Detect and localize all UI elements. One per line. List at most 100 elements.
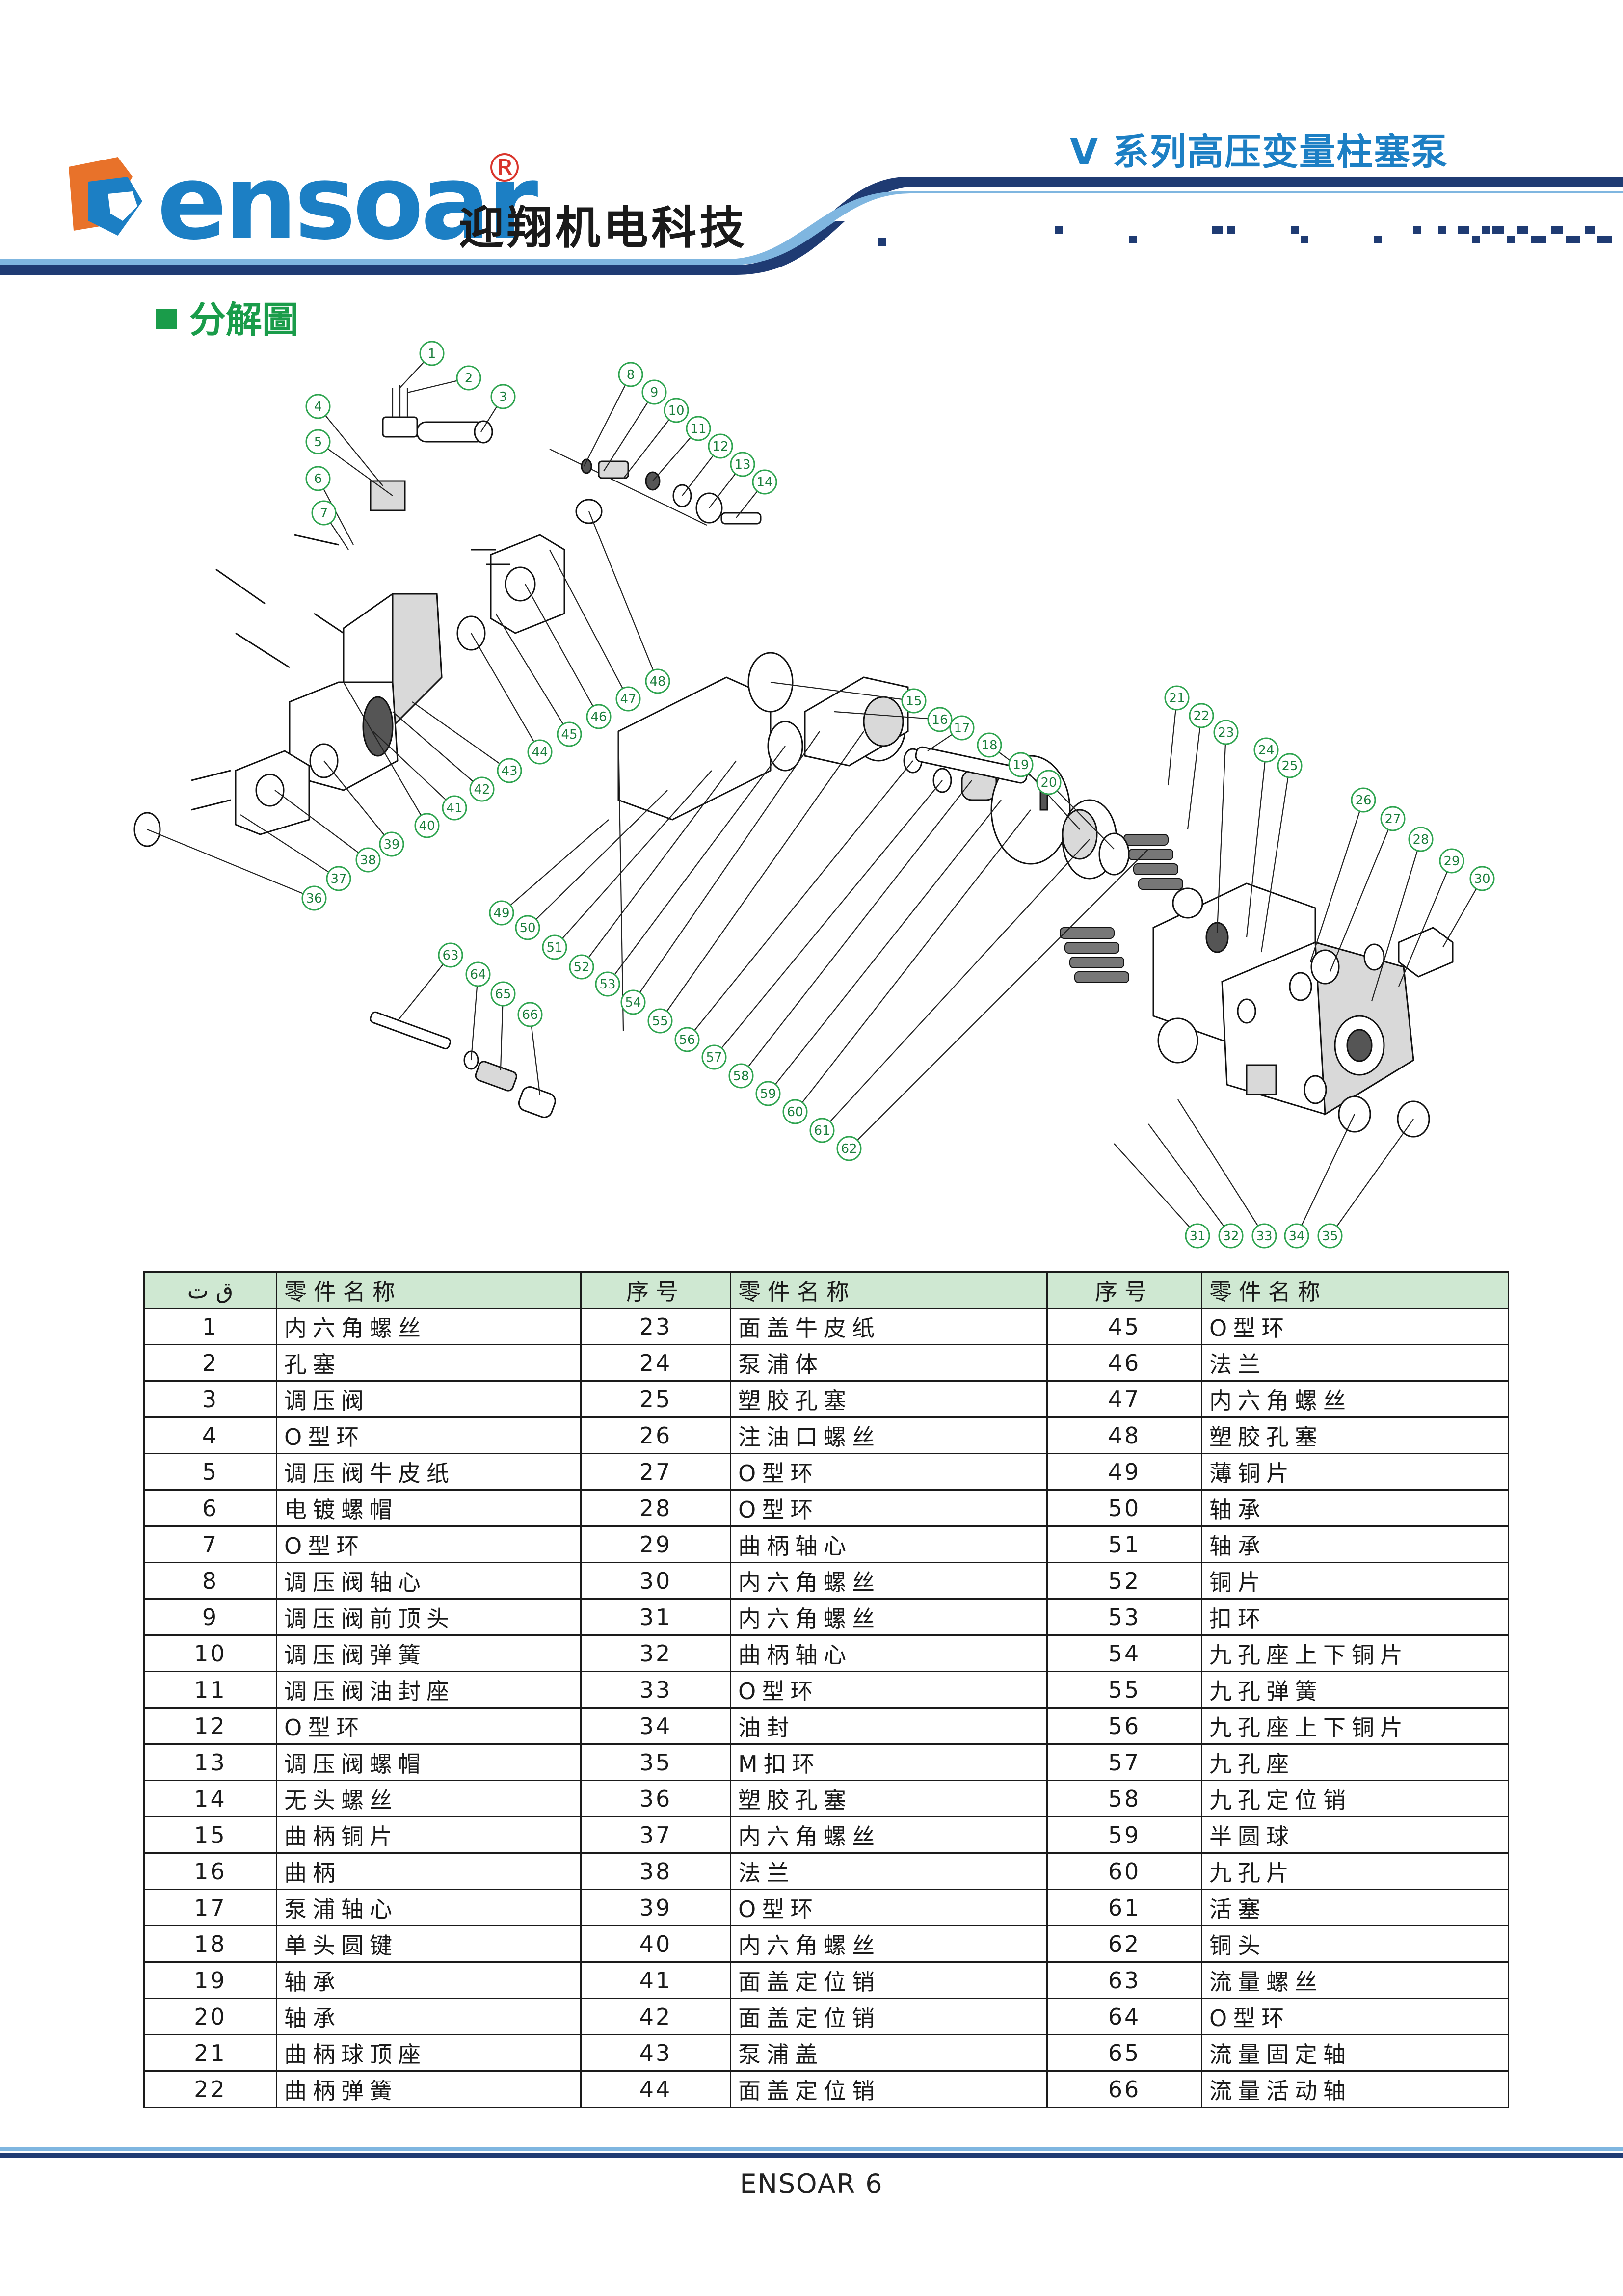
callout-number: 42 bbox=[474, 782, 490, 797]
leader-line bbox=[372, 731, 455, 808]
part-number-cell: 7 bbox=[143, 1525, 277, 1563]
part-number-cell: 46 bbox=[1046, 1344, 1202, 1382]
part-number-cell: 63 bbox=[1046, 1961, 1202, 1999]
callout-number: 3 bbox=[499, 390, 507, 404]
part-callout-25: 25 bbox=[1277, 753, 1303, 778]
part-name-cell: 流量固定轴 bbox=[1201, 2034, 1509, 2072]
part-callout-53: 53 bbox=[595, 971, 620, 997]
callout-number: 57 bbox=[706, 1050, 722, 1065]
leader-line bbox=[1371, 839, 1422, 1002]
part-name-cell: 曲柄铜片 bbox=[276, 1816, 582, 1854]
part-name-cell: 铜片 bbox=[1201, 1562, 1509, 1600]
callout-number: 16 bbox=[931, 713, 948, 727]
callout-number: 53 bbox=[599, 977, 615, 992]
part-callout-41: 41 bbox=[442, 795, 467, 821]
part-callout-22: 22 bbox=[1189, 703, 1214, 728]
part-name-cell: 调压阀轴心 bbox=[276, 1562, 582, 1600]
callout-number: 15 bbox=[905, 694, 922, 709]
part-name-cell: 九孔弹簧 bbox=[1201, 1671, 1509, 1709]
part-number-cell: 54 bbox=[1046, 1634, 1202, 1672]
part-number-cell: 51 bbox=[1046, 1525, 1202, 1563]
leader-line bbox=[588, 511, 659, 682]
callout-number: 29 bbox=[1443, 854, 1460, 869]
part-number-cell: 19 bbox=[143, 1961, 277, 1999]
callout-number: 30 bbox=[1474, 872, 1490, 886]
part-name-cell: 面盖定位销 bbox=[730, 1961, 1048, 1999]
part-number-cell: 53 bbox=[1046, 1598, 1202, 1636]
part-callout-64: 64 bbox=[465, 961, 491, 987]
part-callout-37: 37 bbox=[326, 866, 351, 891]
part-number-cell: 23 bbox=[580, 1308, 731, 1345]
part-callout-54: 54 bbox=[620, 989, 646, 1015]
part-callout-62: 62 bbox=[836, 1136, 862, 1161]
leader-line bbox=[1309, 800, 1364, 962]
part-name-cell: 调压阀牛皮纸 bbox=[276, 1453, 582, 1491]
callout-number: 21 bbox=[1169, 691, 1185, 706]
part-number-cell: 3 bbox=[143, 1380, 277, 1418]
leader-line bbox=[318, 441, 393, 496]
callout-number: 26 bbox=[1355, 793, 1371, 808]
leader-line bbox=[1114, 1143, 1198, 1236]
part-number-cell: 58 bbox=[1046, 1780, 1202, 1817]
part-number-cell: 52 bbox=[1046, 1562, 1202, 1600]
part-number-cell: 40 bbox=[580, 1925, 731, 1963]
callout-number: 44 bbox=[532, 745, 548, 760]
callout-number: 8 bbox=[627, 368, 635, 382]
part-name-cell: 单头圆键 bbox=[276, 1925, 582, 1963]
leader-line bbox=[849, 849, 1149, 1149]
part-number-cell: 10 bbox=[143, 1634, 277, 1672]
part-callout-49: 49 bbox=[489, 900, 514, 926]
section-title: 分解圖 bbox=[189, 299, 298, 341]
part-callout-66: 66 bbox=[517, 1002, 543, 1027]
leader-line bbox=[470, 974, 479, 1061]
part-name-cell: 流量活动轴 bbox=[1201, 2070, 1509, 2108]
leader-line bbox=[1048, 782, 1115, 850]
part-callout-39: 39 bbox=[379, 831, 404, 857]
leader-line bbox=[147, 828, 315, 899]
callout-number: 65 bbox=[495, 987, 511, 1002]
part-number-cell: 66 bbox=[1046, 2070, 1202, 2108]
part-number-cell: 38 bbox=[580, 1852, 731, 1890]
part-callout-4: 4 bbox=[305, 394, 331, 419]
part-number-cell: 16 bbox=[143, 1852, 277, 1890]
part-name-cell: 轴承 bbox=[276, 1961, 582, 1999]
part-number-cell: 14 bbox=[143, 1780, 277, 1817]
part-name-cell: 法兰 bbox=[730, 1852, 1048, 1890]
leader-line bbox=[834, 711, 940, 721]
part-number-cell: 25 bbox=[580, 1380, 731, 1418]
part-name-cell: 塑胶孔塞 bbox=[730, 1380, 1048, 1418]
column-header-number: ق ت bbox=[143, 1271, 277, 1309]
svg-text:ensoar: ensoar bbox=[157, 147, 538, 255]
leader-line bbox=[741, 780, 972, 1076]
part-callout-57: 57 bbox=[701, 1044, 727, 1070]
part-callout-65: 65 bbox=[490, 981, 516, 1007]
part-name-cell: 曲柄弹簧 bbox=[276, 2070, 582, 2108]
callout-number: 24 bbox=[1258, 743, 1274, 758]
callout-number: 35 bbox=[1322, 1229, 1338, 1244]
callout-number: 6 bbox=[314, 472, 322, 486]
callout-number: 36 bbox=[306, 891, 322, 906]
part-callout-14: 14 bbox=[752, 469, 777, 495]
part-name-cell: 泵浦轴心 bbox=[276, 1889, 582, 1926]
part-number-cell: 49 bbox=[1046, 1453, 1202, 1491]
section-heading: 分解圖 bbox=[156, 291, 298, 343]
part-name-cell: 曲柄球顶座 bbox=[276, 2034, 582, 2072]
callout-number: 22 bbox=[1193, 709, 1209, 723]
callout-number: 14 bbox=[756, 475, 772, 490]
part-name-cell: 调压阀螺帽 bbox=[276, 1743, 582, 1781]
part-callout-27: 27 bbox=[1380, 806, 1406, 831]
callout-number: 55 bbox=[652, 1014, 668, 1029]
part-name-cell: 流量螺丝 bbox=[1201, 1961, 1509, 1999]
part-number-cell: 35 bbox=[580, 1743, 731, 1781]
ensoar-logo: ensoar bbox=[69, 147, 541, 255]
page-footer: ENSOAR 6 bbox=[740, 2168, 883, 2199]
leader-line bbox=[660, 731, 864, 1021]
leader-line bbox=[768, 800, 1002, 1094]
callout-number: 56 bbox=[679, 1033, 695, 1047]
